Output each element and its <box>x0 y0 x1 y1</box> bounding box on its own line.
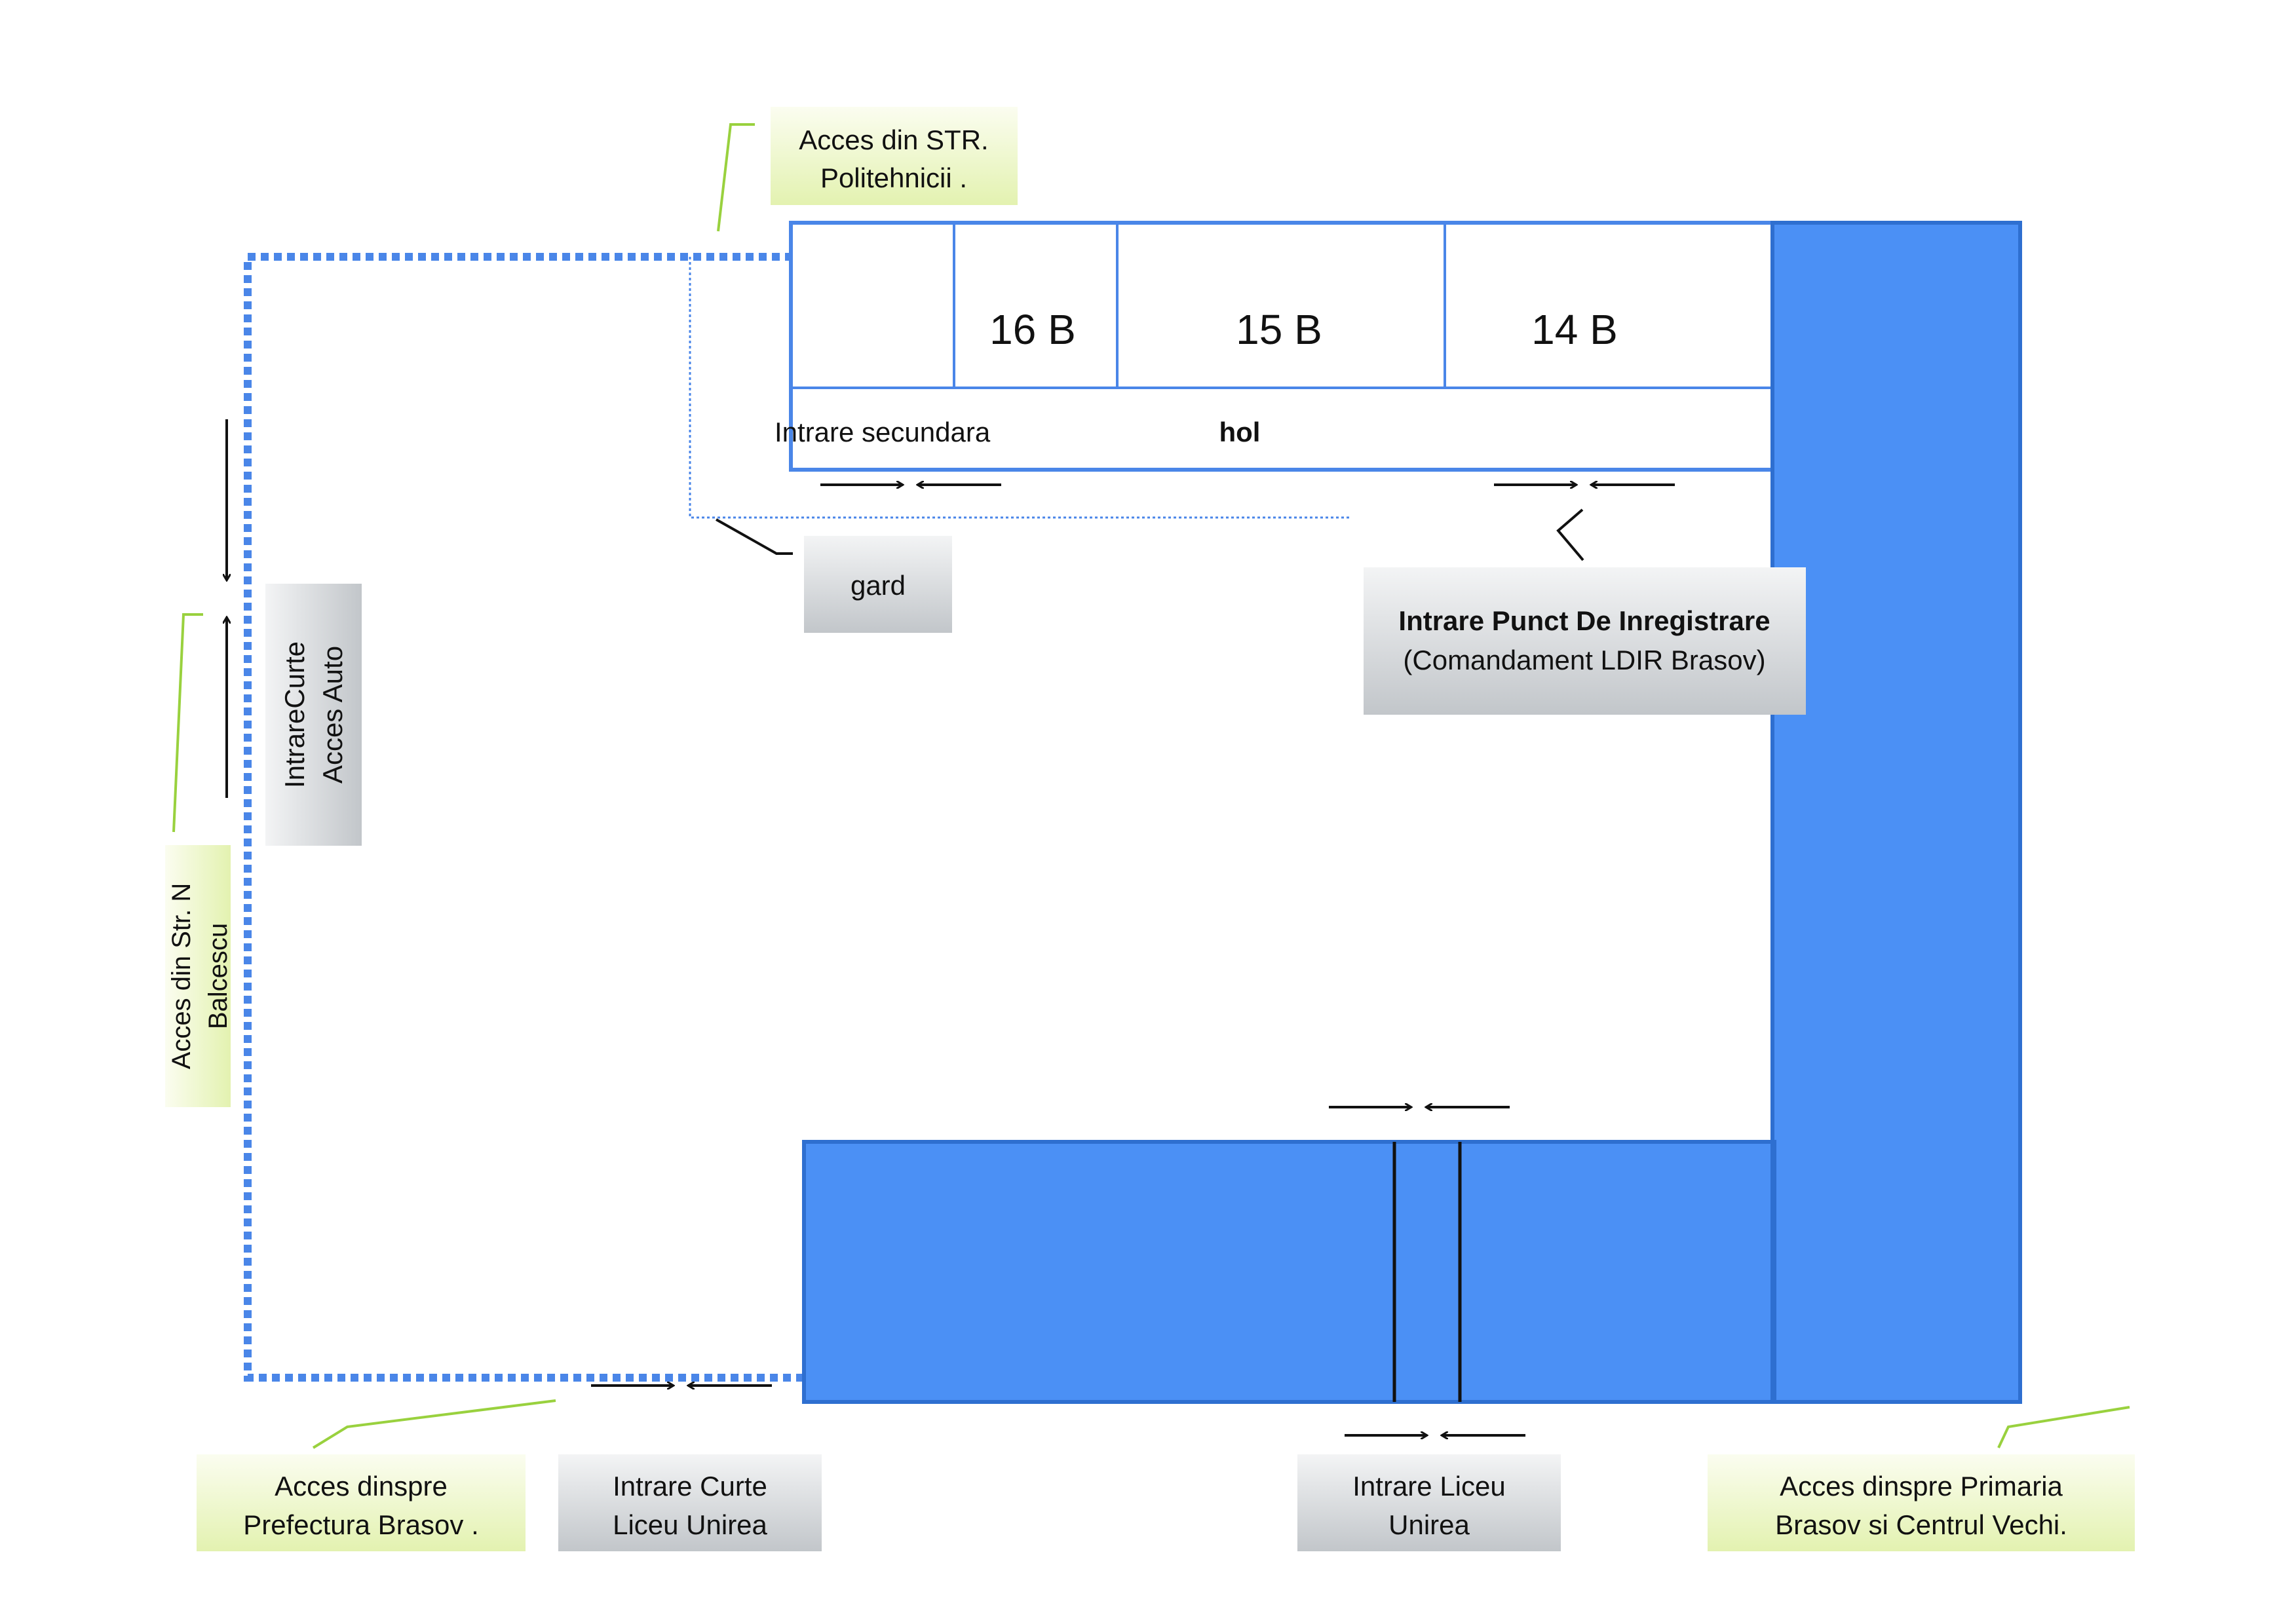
highschool-entrance-line1: Intrare Liceu <box>1352 1471 1505 1501</box>
callout-highschool-entrance: Intrare Liceu Unirea <box>1297 1454 1561 1551</box>
room-16b-label: 16 B <box>989 306 1076 353</box>
access-primaria-line1: Acces dinspre Primaria <box>1780 1471 2063 1501</box>
highschool-entrance-line2: Unirea <box>1388 1509 1470 1540</box>
callout-connectors <box>172 123 2130 1449</box>
access-politehnicii-line2: Politehnicii . <box>820 162 967 193</box>
access-balcescu-line1: Acces din Str. N <box>167 883 196 1070</box>
callout-access-prefectura: Acces dinspre Prefectura Brasov . <box>197 1454 526 1551</box>
access-politehnicii-line1: Acces din STR. <box>799 124 988 155</box>
registration-entrance-subtitle: (Comandament LDIR Brasov) <box>1403 645 1765 675</box>
callout-access-balcescu: Acces din Str. N Balcescu <box>165 845 233 1107</box>
registration-entrance-title: Intrare Punct De Inregistrare <box>1398 605 1770 636</box>
top-building <box>789 221 1782 472</box>
room-15b-label: 15 B <box>1236 306 1322 353</box>
access-balcescu-line2: Balcescu <box>204 923 233 1029</box>
entrance-arrows <box>227 419 1675 1435</box>
yard-car-access-line2: Acces Auto <box>317 646 348 784</box>
right-building <box>1770 221 2022 1404</box>
hall-label: hol <box>1219 417 1261 447</box>
callout-yard-car-access: IntrareCurte Acces Auto <box>265 584 362 846</box>
callout-registration-entrance: Intrare Punct De Inregistrare (Comandame… <box>1364 567 1806 715</box>
yard-entrance-unirea-line1: Intrare Curte <box>613 1471 767 1501</box>
callout-access-primaria: Acces dinspre Primaria Brasov si Centrul… <box>1708 1454 2135 1551</box>
callout-fence: gard <box>804 536 952 633</box>
access-prefectura-line1: Acces dinspre <box>275 1471 448 1501</box>
callout-access-politehnicii: Acces din STR. Politehnicii . <box>771 107 1018 205</box>
bottom-building <box>802 1140 1776 1404</box>
yard-entrance-unirea-line2: Liceu Unirea <box>613 1509 767 1540</box>
access-primaria-line2: Brasov si Centrul Vechi. <box>1775 1509 2067 1540</box>
access-prefectura-line2: Prefectura Brasov . <box>243 1509 478 1540</box>
secondary-entrance-label: Intrare secundara <box>775 417 991 447</box>
room-14b-label: 14 B <box>1531 306 1618 353</box>
courtyard-fence-dotted <box>244 253 803 1382</box>
yard-car-access-line1: IntrareCurte <box>279 641 310 788</box>
fence-label: gard <box>851 570 906 601</box>
callout-yard-entrance-unirea: Intrare Curte Liceu Unirea <box>558 1454 822 1551</box>
